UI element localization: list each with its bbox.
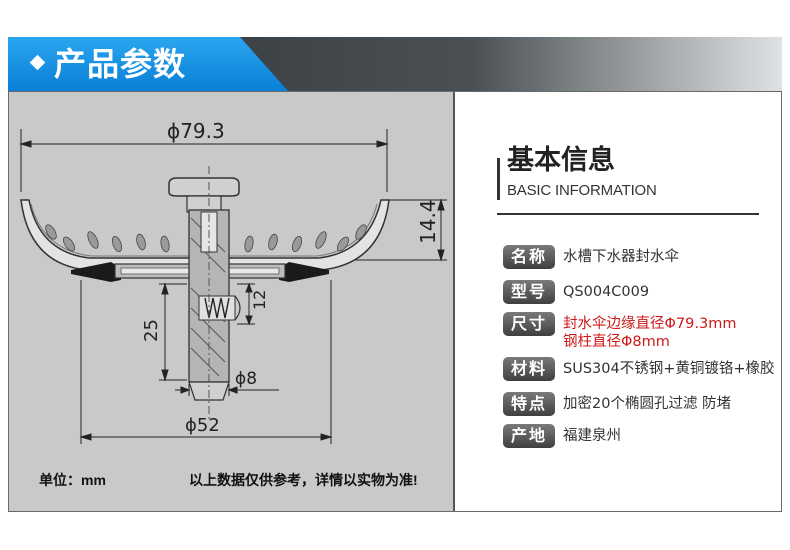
tag-label: 尺寸 bbox=[503, 312, 555, 336]
row-value: 封水伞边缘直径Φ79.3mm bbox=[563, 316, 737, 332]
dim-height: 14.4 bbox=[416, 199, 440, 244]
heading-divider bbox=[497, 213, 759, 215]
tag-label: 名称 bbox=[503, 245, 555, 269]
section-header: 产品参数 bbox=[8, 37, 782, 91]
tag-label: 材料 bbox=[503, 357, 555, 381]
info-row-features: 特点 加密20个椭圆孔过滤 防堵 bbox=[503, 392, 731, 416]
info-heading: 基本信息 bbox=[507, 145, 615, 176]
row-value-line2: 钢柱直径Φ8mm bbox=[563, 334, 670, 350]
tag-label: 型号 bbox=[503, 280, 555, 304]
drawing-svg: ϕ79.3 14.4 25 12 ϕ8 ϕ52 bbox=[19, 119, 447, 444]
row-value: 加密20个椭圆孔过滤 防堵 bbox=[563, 396, 732, 412]
info-row-name: 名称 水槽下水器封水伞 bbox=[503, 245, 679, 269]
dim-spring-length: 12 bbox=[250, 290, 269, 310]
info-row-material: 材料 SUS304不锈钢+黄铜镀铬+橡胶 bbox=[503, 357, 775, 381]
info-row-origin: 产地 福建泉州 bbox=[503, 424, 621, 448]
row-value: 水槽下水器封水伞 bbox=[563, 249, 679, 265]
tag-label: 产地 bbox=[503, 424, 555, 448]
info-row-model: 型号 QS004C009 bbox=[503, 280, 649, 304]
row-value: 福建泉州 bbox=[563, 428, 621, 444]
unit-label: 单位：mm bbox=[39, 472, 106, 488]
disclaimer-note: 以上数据仅供参考，详情以实物为准! bbox=[189, 472, 418, 488]
row-value: SUS304不锈钢+黄铜镀铬+橡胶 bbox=[563, 361, 775, 377]
info-row-size: 尺寸 封水伞边缘直径Φ79.3mm 钢柱直径Φ8mm bbox=[503, 312, 736, 351]
info-subheading: BASIC INFORMATION bbox=[507, 182, 657, 199]
dim-top-diameter: ϕ79.3 bbox=[167, 119, 225, 143]
heading-bracket bbox=[497, 158, 500, 200]
basic-information-panel: 基本信息 BASIC INFORMATION 名称 水槽下水器封水伞 型号 QS… bbox=[457, 92, 781, 511]
product-parameters-panel: ϕ79.3 14.4 25 12 ϕ8 ϕ52 单位：mm 以上数据仅供参考，详… bbox=[8, 91, 782, 512]
dim-rod-diameter: ϕ8 bbox=[235, 369, 257, 389]
technical-drawing: ϕ79.3 14.4 25 12 ϕ8 ϕ52 单位：mm 以上数据仅供参考，详… bbox=[9, 92, 455, 511]
dim-stem-length: 25 bbox=[141, 319, 162, 342]
dim-bottom-diameter: ϕ52 bbox=[185, 415, 220, 436]
header-tab bbox=[8, 37, 288, 91]
tag-label: 特点 bbox=[503, 392, 555, 416]
row-value: QS004C009 bbox=[563, 284, 650, 300]
section-title: 产品参数 bbox=[54, 45, 187, 83]
